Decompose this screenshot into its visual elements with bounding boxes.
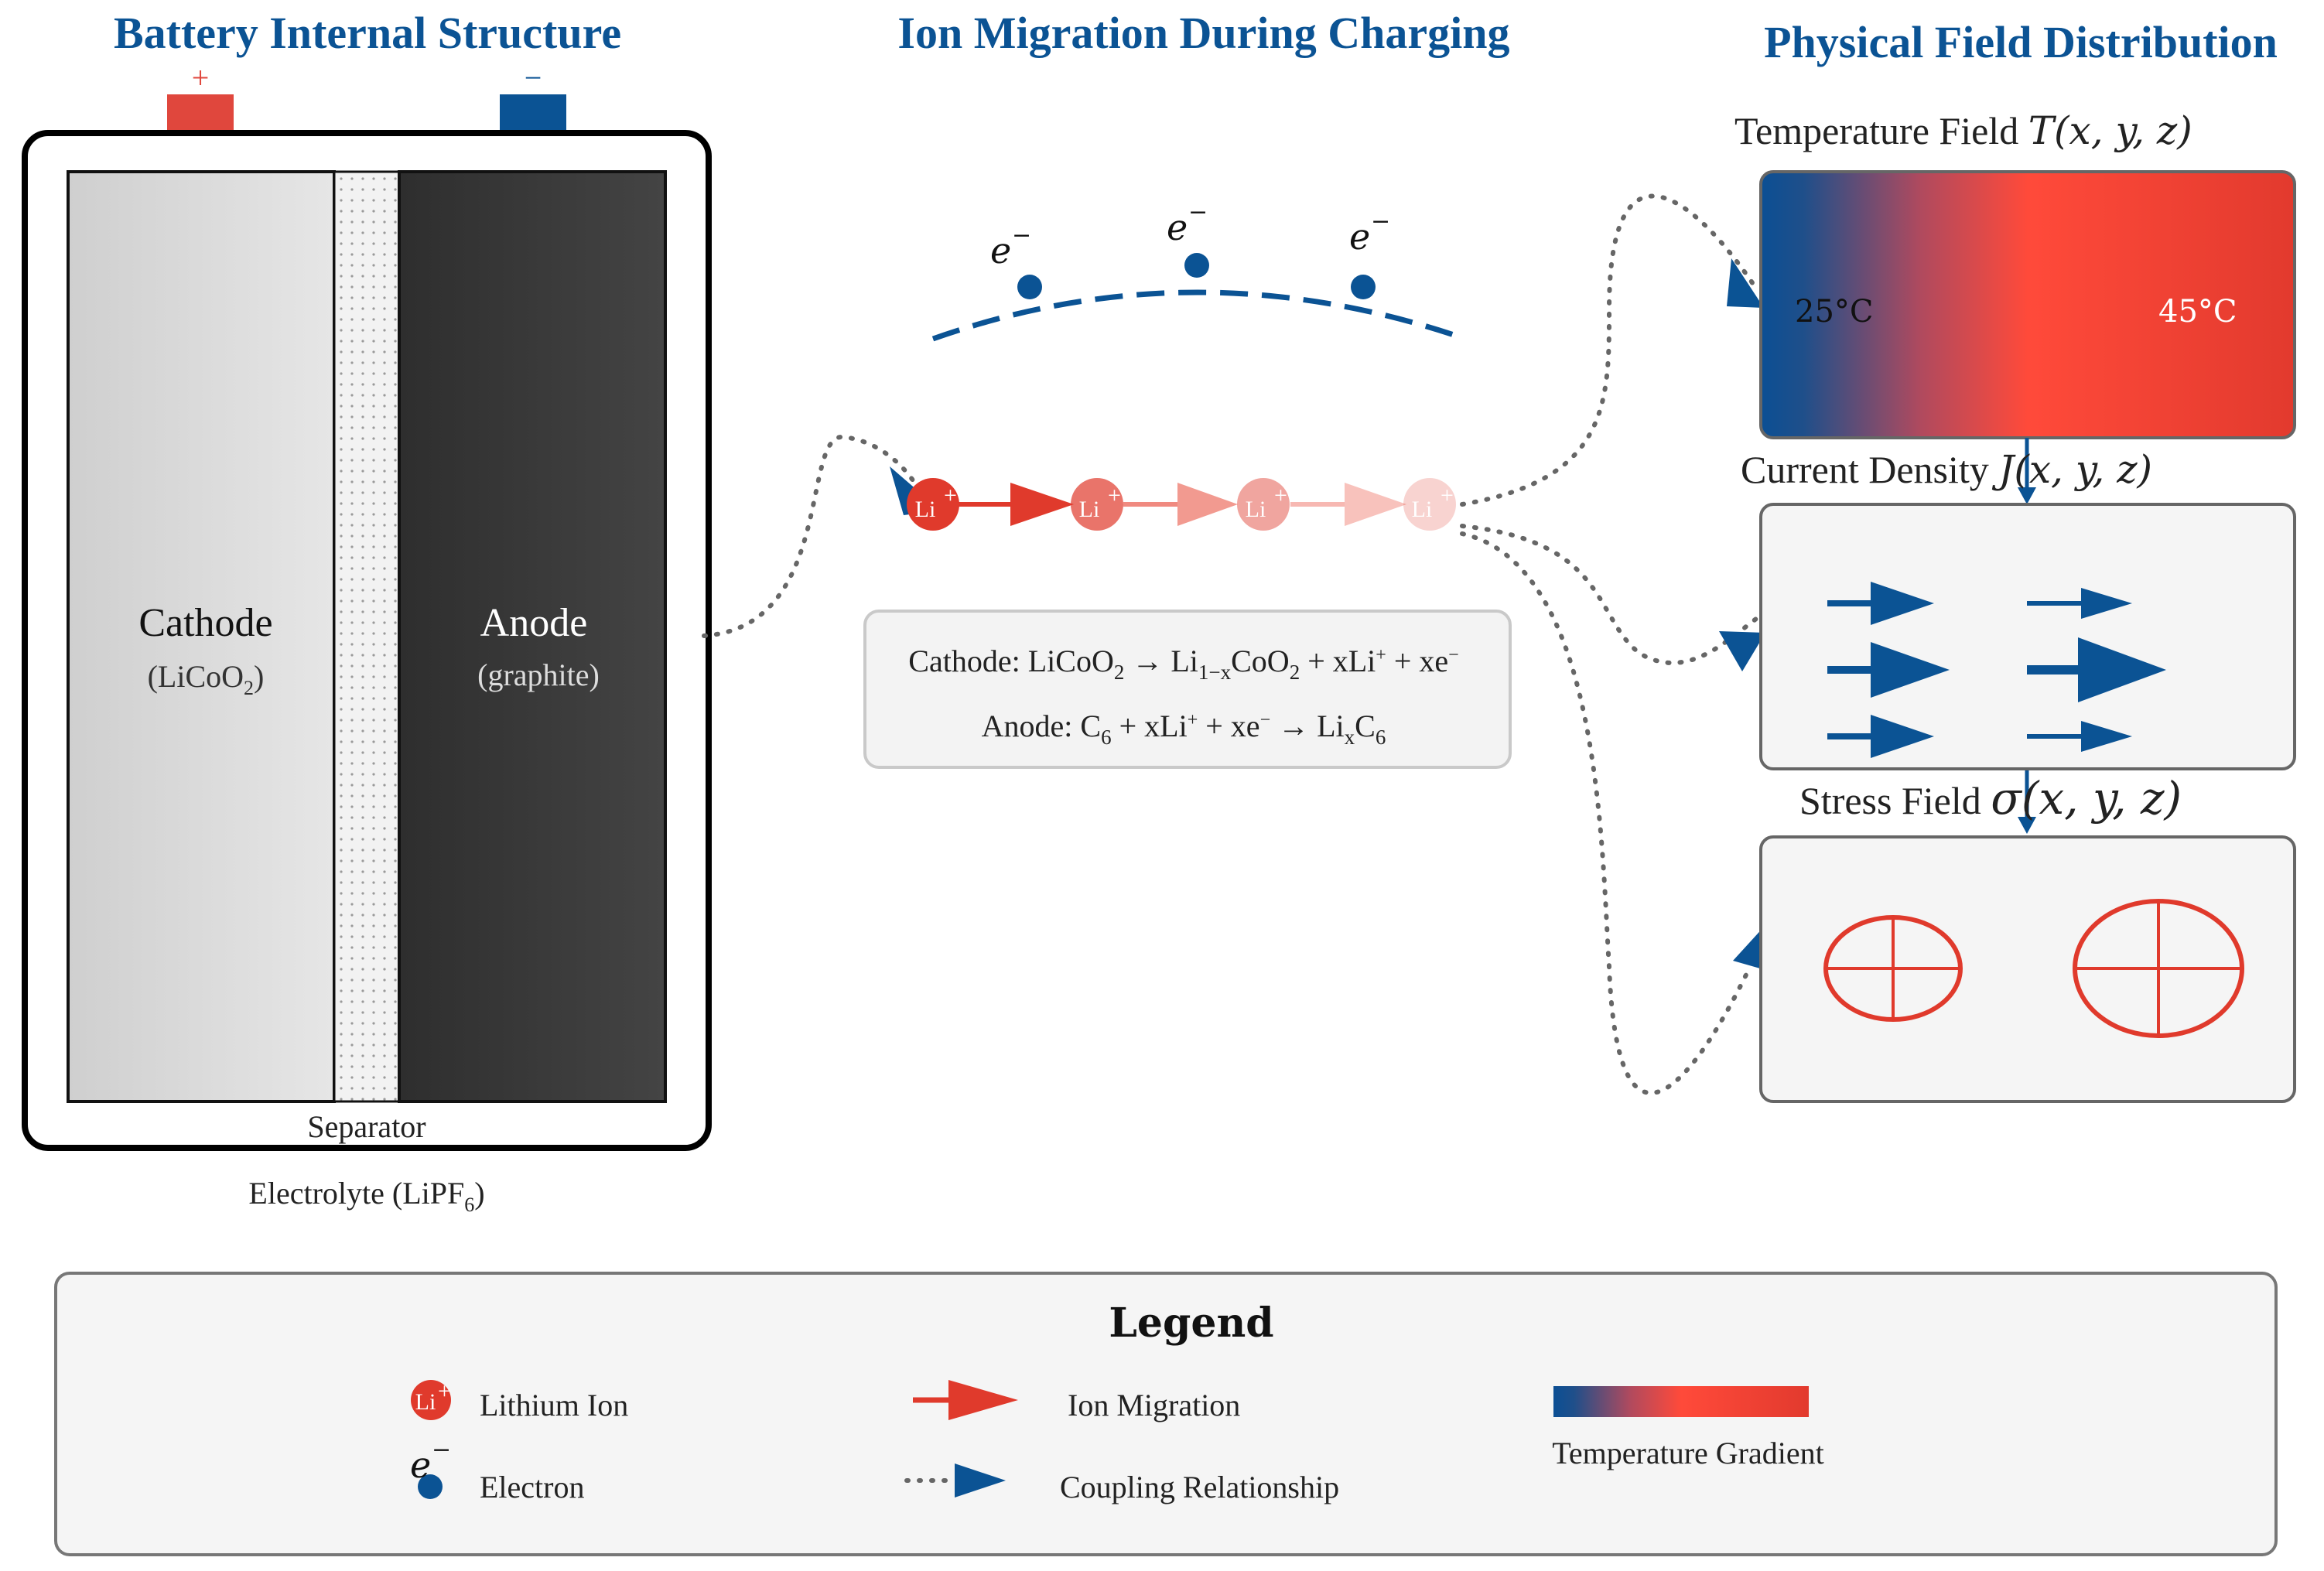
cathode-label: Cathode [138, 601, 272, 645]
temperature-field: Temperature Field T(x, y, z) 25°C 45°C [1734, 108, 2296, 439]
legend-coupling-icon [904, 1463, 1006, 1498]
svg-text:e: e [1349, 216, 1370, 258]
electron-path: e − e − e − [931, 199, 1467, 342]
arrowhead-current [1719, 631, 1765, 671]
legend-title: Legend [1109, 1299, 1273, 1347]
coupling-battery-to-ion [702, 434, 928, 638]
negative-symbol: − [525, 60, 542, 95]
svg-text:+: + [438, 1378, 451, 1404]
migration-arrow-2 [1177, 483, 1238, 526]
separator-label: Separator [307, 1109, 425, 1144]
coupling-ion-to-stress [1460, 531, 1752, 1095]
cathode-layer [67, 170, 336, 1103]
legend-lithium-ion: Lithium Ion [480, 1388, 628, 1422]
svg-text:+: + [1108, 483, 1121, 508]
legend-coupling: Coupling Relationship [1060, 1470, 1339, 1504]
coupling-ion-to-current [1460, 524, 1758, 665]
lithium-ion-1: Li + [907, 478, 959, 531]
svg-text:−: − [1371, 208, 1390, 235]
negative-terminal [500, 94, 566, 131]
svg-text:+: + [944, 483, 957, 508]
anode-equation: Anode: C6 + xLi+ + xe− → LixC6 [982, 709, 1386, 749]
lithium-ion-2: Li + [1071, 478, 1123, 531]
legend-box [54, 1272, 2278, 1556]
separator-layer [333, 170, 401, 1103]
temp-high-label: 45°C [2158, 294, 2237, 330]
stress-field: Stress Field σ(x, y, z) [1759, 772, 2296, 1103]
temp-low-label: 25°C [1795, 294, 1874, 330]
svg-text:e: e [1167, 207, 1188, 248]
legend-temperature-gradient: Temperature Gradient [1552, 1436, 1823, 1470]
svg-text:Li: Li [1246, 497, 1266, 522]
stress-field-label: Stress Field σ(x, y, z) [1799, 772, 2182, 825]
svg-text:Li: Li [1079, 497, 1100, 522]
svg-text:−: − [1188, 199, 1208, 226]
current-density-field: Current Density J(x, y, z) [1741, 447, 2296, 770]
electron-arc [931, 289, 1467, 342]
panel-connectors [2018, 438, 2036, 834]
arrowhead-temperature [1727, 258, 1764, 308]
svg-text:−: − [1012, 222, 1031, 249]
coupling-ion-to-temperature [1460, 193, 1757, 507]
current-density-label: Current Density J(x, y, z) [1741, 447, 2152, 492]
electron-1: e − [990, 222, 1042, 299]
lithium-ion-3: Li + [1237, 478, 1290, 531]
cathode-equation: Cathode: LiCoO2 → Li1−xCoO2 + xLi+ + xe− [908, 644, 1458, 684]
anode-material: (graphite) [477, 657, 600, 692]
positive-symbol: + [192, 60, 210, 95]
temperature-field-label: Temperature Field T(x, y, z) [1734, 108, 2192, 153]
title-field-distribution: Physical Field Distribution [1764, 17, 2278, 67]
lithium-ion-4: Li + [1403, 478, 1456, 531]
arrowhead-stress [1733, 925, 1765, 970]
legend-electron: Electron [480, 1470, 585, 1504]
coupling-curves [702, 193, 1758, 1095]
current-density-panel [1759, 503, 2296, 770]
svg-text:−: − [432, 1436, 451, 1463]
electron-3: e − [1349, 208, 1390, 299]
svg-text:Li: Li [1412, 497, 1433, 522]
svg-text:+: + [1274, 483, 1287, 508]
legend-ion-migration-icon [913, 1380, 1018, 1420]
legend: Legend Li + Lithium Ion e − Electron Ion… [54, 1272, 2278, 1556]
svg-text:+: + [1441, 483, 1454, 508]
cathode-formula: (LiCoO2) [148, 659, 265, 699]
anode-label: Anode [480, 601, 588, 645]
title-ion-migration: Ion Migration During Charging [897, 8, 1509, 58]
electron-2: e − [1167, 199, 1209, 278]
svg-text:Li: Li [415, 1389, 436, 1415]
svg-text:e: e [990, 230, 1011, 272]
stress-ellipses [1823, 899, 2244, 1038]
svg-text:e: e [410, 1444, 431, 1486]
legend-ion-migration: Ion Migration [1068, 1388, 1240, 1422]
anode-layer [398, 170, 667, 1103]
electrolyte-label: Electrolyte (LiPF6) [248, 1176, 484, 1216]
positive-terminal [167, 94, 234, 131]
current-vectors [1827, 582, 2166, 758]
equation-box [863, 610, 1512, 769]
legend-temperature-gradient-swatch [1553, 1386, 1809, 1417]
legend-lithium-ion-icon: Li + [411, 1378, 451, 1420]
migration-arrow-1 [1010, 483, 1074, 526]
title-battery-structure: Battery Internal Structure [114, 8, 621, 58]
battery-structure: + − Cathode (LiCoO2) Anode (graphite) Se… [22, 60, 712, 1216]
reaction-equations: Cathode: LiCoO2 → Li1−xCoO2 + xLi+ + xe−… [863, 610, 1512, 769]
svg-text:Li: Li [915, 497, 936, 522]
legend-electron-icon: e − [410, 1436, 451, 1499]
migration-arrow-3 [1345, 483, 1406, 526]
ion-migration-chain: Li + Li + Li + Li + [907, 478, 1456, 531]
